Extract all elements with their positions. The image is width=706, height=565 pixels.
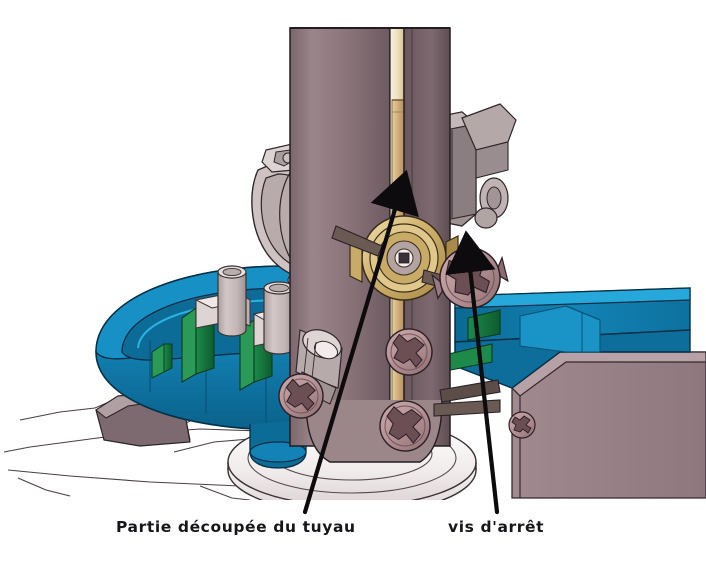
screw-head (508, 411, 536, 439)
callout-label-stop-screw: vis d'arrêt (448, 518, 545, 536)
callout-leaders (302, 169, 500, 515)
leader-line-stop-screw (445, 230, 500, 515)
screw-head (379, 400, 431, 452)
mauve-panel (511, 351, 706, 499)
teal-arm (454, 287, 691, 389)
callout-label-cutaway-pipe: Partie découpée du tuyau (116, 518, 356, 536)
screw-head (278, 373, 324, 419)
screw-head (385, 328, 433, 376)
screws (278, 247, 536, 452)
brass-collar (349, 215, 459, 301)
caption-band (0, 500, 706, 565)
leader-line-cutaway-pipe (302, 169, 419, 515)
